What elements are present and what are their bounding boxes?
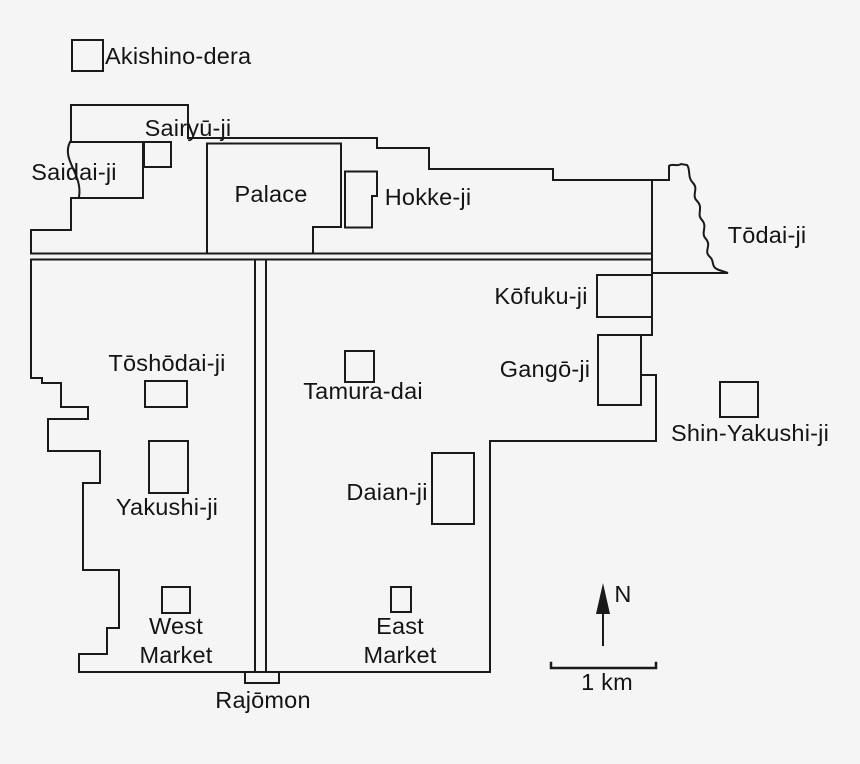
label-palace: Palace — [234, 181, 308, 207]
label-west-market: West Market — [139, 613, 213, 668]
yakushi-ji-square — [148, 440, 189, 494]
kofuku-ji-square — [596, 274, 653, 318]
rajomon-gate-box — [244, 671, 280, 684]
label-scale-1km: 1 km — [581, 669, 633, 695]
palace-outline — [206, 142, 342, 255]
label-saidai-ji: Saidai-ji — [31, 159, 117, 185]
label-north: N — [614, 581, 632, 607]
scale-bar-line — [549, 661, 658, 670]
west-market-square — [161, 586, 191, 614]
city-boundary-north — [70, 104, 653, 181]
todai-ji-outline — [651, 162, 729, 274]
label-toshodai-ji: Tōshōdai-ji — [108, 350, 226, 376]
sairyu-ji-square — [143, 141, 172, 168]
label-tamura-dai: Tamura-dai — [303, 378, 423, 404]
label-shin-yakushi-ji: Shin-Yakushi-ji — [671, 420, 829, 446]
label-yakushi-ji: Yakushi-ji — [115, 494, 219, 520]
city-boundary-west-south-east — [30, 179, 657, 673]
akishino-dera-square — [71, 39, 104, 72]
tamura-dai-square — [344, 350, 375, 383]
toshodai-ji-square — [144, 380, 188, 408]
label-gango-ji: Gangō-ji — [499, 356, 591, 382]
label-daian-ji: Daian-ji — [346, 479, 428, 505]
daian-ji-square — [431, 452, 475, 525]
east-market-square — [390, 586, 412, 613]
label-east-market: East Market — [363, 613, 437, 668]
label-kofuku-ji: Kōfuku-ji — [494, 283, 588, 309]
label-rajomon: Rajōmon — [215, 687, 311, 713]
shin-yakushi-ji-square — [719, 381, 759, 418]
saidai-ji-stream-curve — [66, 140, 81, 199]
hokke-ji-outline — [344, 170, 378, 229]
gango-ji-square — [597, 334, 642, 406]
label-sairyu-ji: Sairyū-ji — [144, 115, 232, 141]
label-todai-ji: Tōdai-ji — [727, 222, 807, 248]
label-hokke-ji: Hokke-ji — [384, 184, 472, 210]
north-arrow-head — [596, 583, 610, 614]
label-akishino-dera: Akishino-dera — [105, 43, 252, 69]
